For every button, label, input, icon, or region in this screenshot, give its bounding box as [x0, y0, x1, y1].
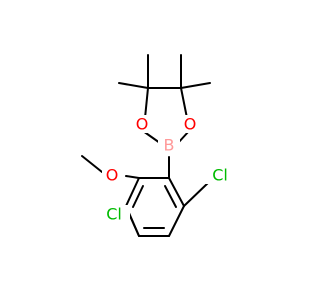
bonds — [81, 54, 211, 237]
bond-c6-cl — [183, 181, 210, 207]
atom-b: B — [164, 136, 175, 155]
bond-methyl-4 — [180, 82, 211, 89]
bond-c2-o — [125, 175, 140, 179]
atom-cl-right: Cl — [212, 166, 228, 185]
bond-ring-c6-c1-double — [164, 185, 177, 208]
bond-o-right-c — [180, 87, 188, 119]
structure-diagram: B O O O Cl Cl — [81, 54, 236, 237]
bond-methyl-1 — [118, 82, 149, 89]
bond-ring-c6-c1 — [168, 177, 185, 207]
atom-labels: B O O O Cl Cl — [98, 115, 236, 224]
bond-ring-c2-c3-double — [132, 185, 144, 208]
bond-ring-c5-c6 — [168, 205, 185, 237]
bond-ring-c2-c3 — [125, 177, 140, 207]
bond-o-left-c — [144, 87, 149, 119]
atom-cl-left: Cl — [106, 205, 122, 224]
atom-o-right: O — [184, 115, 197, 134]
bond-o-methyl — [81, 155, 103, 173]
atom-o-left: O — [136, 115, 149, 134]
atom-o-methoxy: O — [106, 166, 119, 185]
